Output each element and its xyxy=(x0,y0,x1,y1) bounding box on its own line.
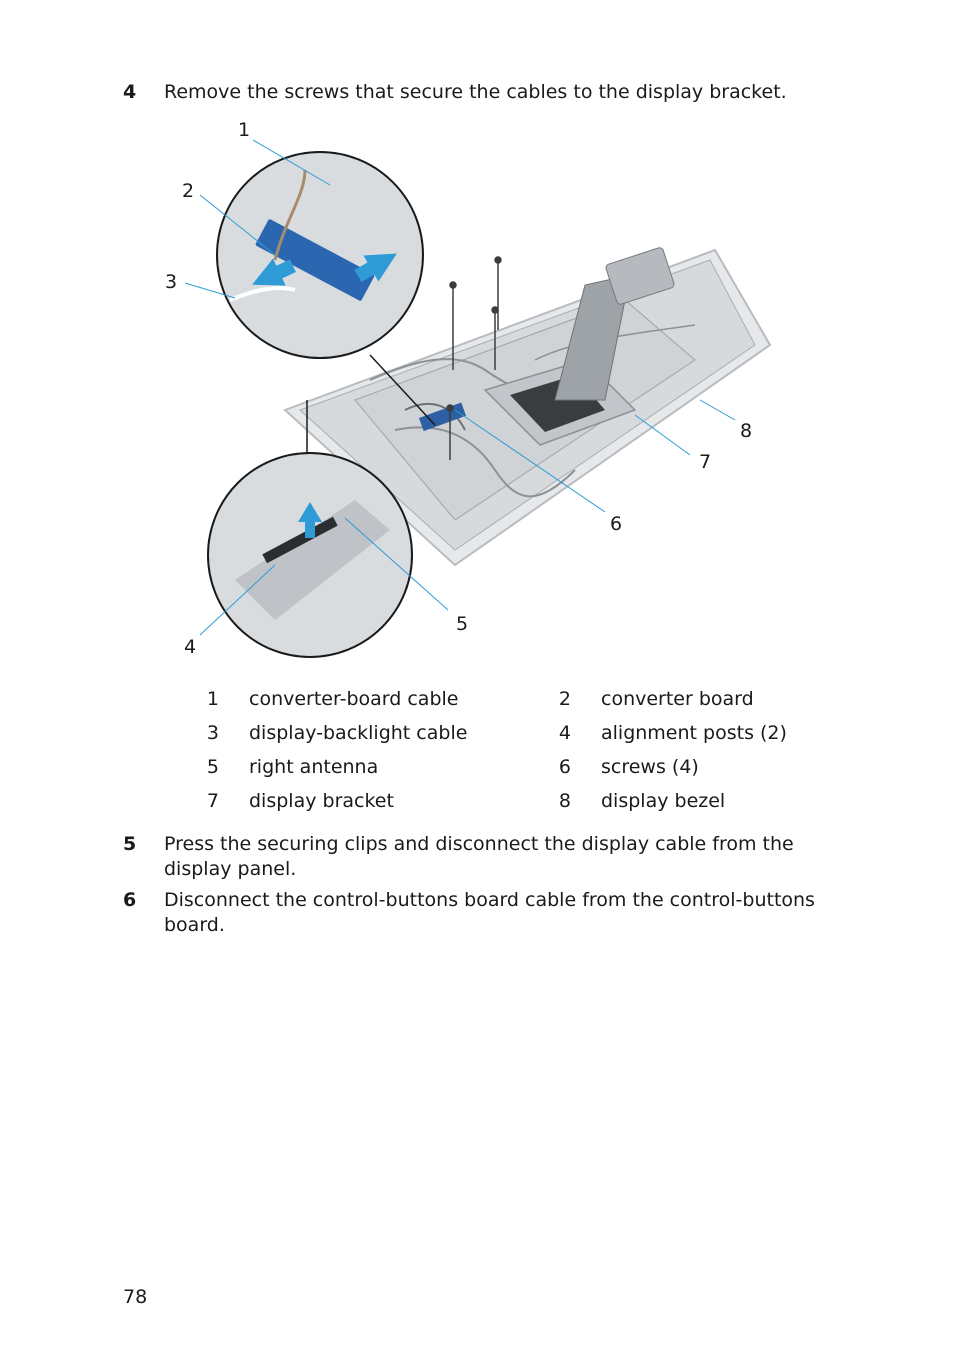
callout-5: 5 xyxy=(456,613,468,635)
step-text: Remove the screws that secure the cables… xyxy=(164,81,787,103)
step-number: 5 xyxy=(123,833,137,855)
arrow-right-icon xyxy=(354,253,397,283)
step-text: Press the securing clips and disconnect … xyxy=(164,833,794,880)
page-number: 78 xyxy=(123,1286,148,1308)
legend-row: 1 converter-board cable 2 converter boar… xyxy=(195,688,815,722)
legend-label: converter board xyxy=(601,688,754,710)
callout-7: 7 xyxy=(699,451,711,473)
legend-row: 5 right antenna 6 screws (4) xyxy=(195,756,815,790)
legend-row: 3 display-backlight cable 4 alignment po… xyxy=(195,722,815,756)
legend-label: converter-board cable xyxy=(249,688,459,710)
legend-label: right antenna xyxy=(249,756,379,778)
disassembly-illustration: 1 2 3 4 5 6 7 8 xyxy=(165,119,772,658)
callout-2: 2 xyxy=(182,180,194,202)
legend-label: screws (4) xyxy=(601,756,699,778)
step-text: Disconnect the control-buttons board cab… xyxy=(164,889,815,936)
legend-row: 7 display bracket 8 display bezel xyxy=(195,790,815,824)
legend-label: display bezel xyxy=(601,790,726,812)
legend-number: 6 xyxy=(558,756,571,778)
arrow-left-icon xyxy=(252,258,296,286)
legend-number: 5 xyxy=(206,756,219,778)
legend-label: alignment posts (2) xyxy=(601,722,787,744)
legend-number: 8 xyxy=(558,790,571,812)
callout-legend: 1 converter-board cable 2 converter boar… xyxy=(195,688,815,824)
legend-number: 3 xyxy=(206,722,219,744)
arrow-up-icon xyxy=(298,502,322,538)
callout-8: 8 xyxy=(740,420,752,442)
legend-number: 7 xyxy=(206,790,219,812)
callout-6: 6 xyxy=(610,513,622,535)
legend-number: 1 xyxy=(206,688,219,710)
legend-label: display bracket xyxy=(249,790,394,812)
legend-number: 4 xyxy=(558,722,571,744)
step-number: 6 xyxy=(123,889,137,911)
step-number: 4 xyxy=(123,81,137,103)
callout-3: 3 xyxy=(165,271,177,293)
callout-1: 1 xyxy=(238,119,250,141)
legend-number: 2 xyxy=(558,688,571,710)
screw-icons xyxy=(446,256,502,460)
legend-label: display-backlight cable xyxy=(249,722,468,744)
callout-4: 4 xyxy=(184,636,196,658)
